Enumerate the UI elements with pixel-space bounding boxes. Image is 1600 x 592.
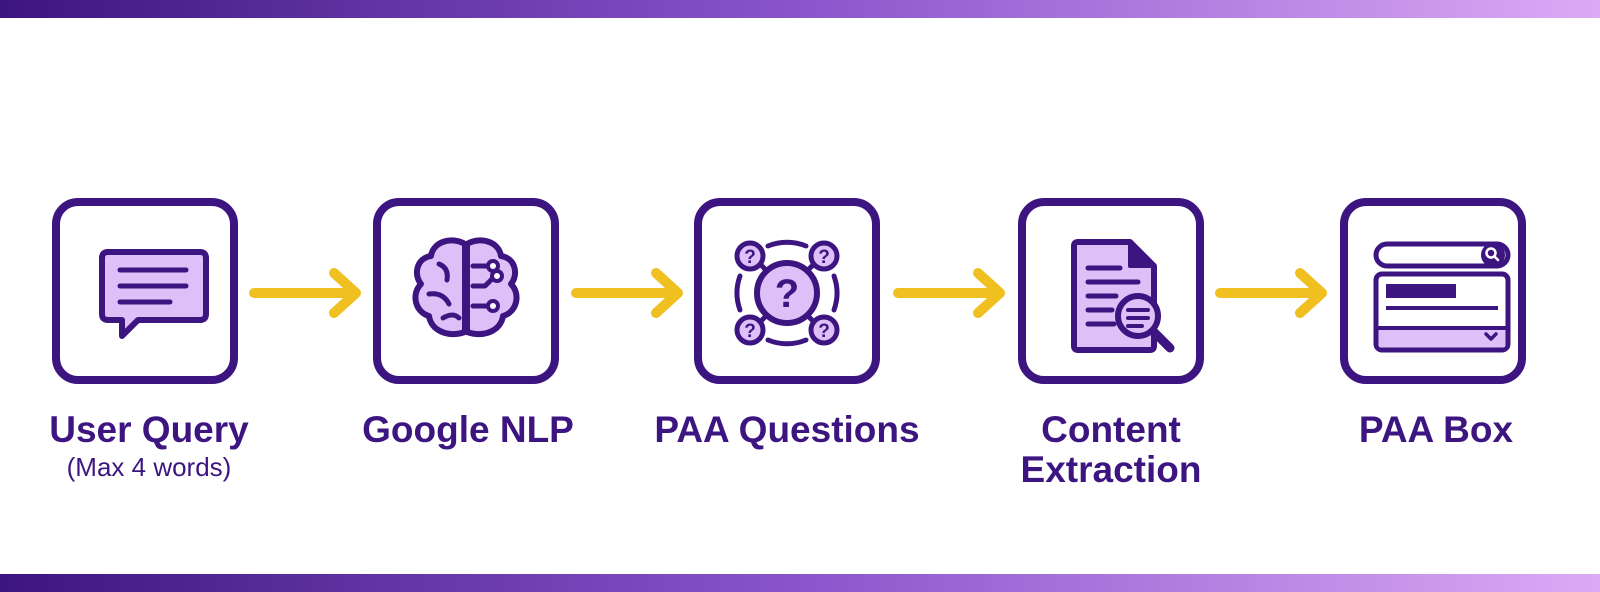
- step-label-google-nlp: Google NLP: [362, 409, 574, 450]
- svg-text:?: ?: [775, 272, 799, 316]
- flow-arrow-3: [893, 268, 1005, 318]
- svg-text:?: ?: [744, 321, 756, 342]
- step-google-nlp-node: [373, 198, 559, 384]
- question-network-icon: ? ? ? ? ?: [734, 239, 840, 347]
- flow-arrow-2: [571, 268, 683, 318]
- step-label-extraction: Extraction: [1020, 449, 1202, 490]
- search-result-box-icon: [1373, 241, 1511, 353]
- step-paa-questions-node: ? ? ? ? ?: [694, 198, 880, 384]
- svg-text:?: ?: [744, 247, 756, 268]
- step-content-extraction-node: [1018, 198, 1204, 384]
- svg-text:?: ?: [818, 247, 830, 268]
- svg-text:?: ?: [818, 321, 830, 342]
- top-gradient-band: [0, 0, 1600, 18]
- step-paa-box-node: [1340, 198, 1526, 384]
- step-sublabel-max-words: (Max 4 words): [66, 452, 232, 482]
- step-label-user-query: User Query: [49, 409, 249, 450]
- document-search-icon: [1071, 239, 1175, 353]
- flow-arrow-1: [249, 268, 361, 318]
- step-label-content: Content: [1041, 409, 1181, 450]
- brain-circuit-icon: [412, 237, 520, 337]
- step-user-query-node: [52, 198, 238, 384]
- bottom-gradient-band: [0, 574, 1600, 592]
- flow-arrow-4: [1215, 268, 1327, 318]
- step-label-paa-questions: PAA Questions: [654, 409, 920, 450]
- step-label-paa-box: PAA Box: [1358, 409, 1514, 450]
- chat-bubble-icon: [99, 249, 209, 339]
